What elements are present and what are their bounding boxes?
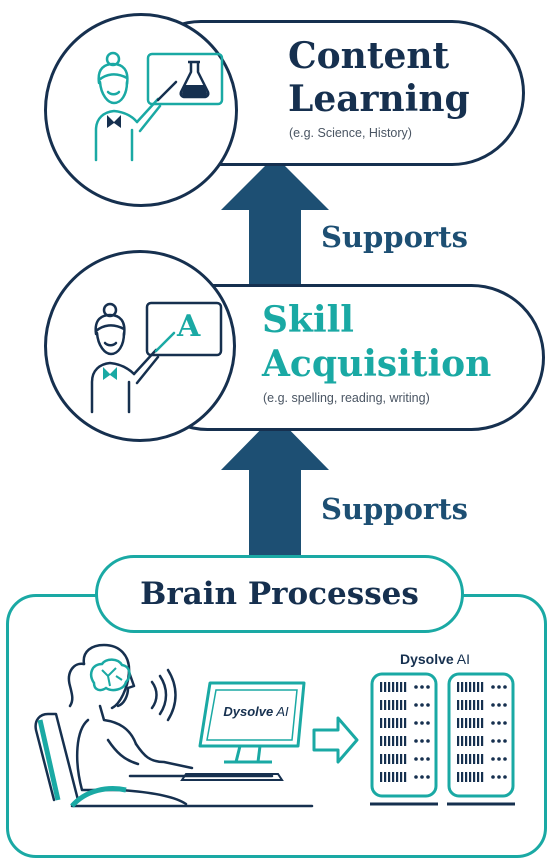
arrow-up-icon bbox=[221, 156, 329, 292]
server-label-ai: AI bbox=[456, 651, 471, 667]
content-learning-title-line2: Learning bbox=[288, 78, 470, 120]
skill-acquisition-circle bbox=[44, 250, 236, 442]
arrow-right-icon bbox=[312, 716, 359, 764]
arrow-up-icon bbox=[221, 415, 329, 560]
monitor-label-word: Dysolve bbox=[223, 704, 274, 719]
skill-acquisition-title-line2: Acquisition bbox=[262, 343, 492, 385]
skill-acquisition-example: (e.g. spelling, reading, writing) bbox=[263, 391, 430, 405]
brain-icon bbox=[90, 658, 131, 692]
monitor-label-ai: AI bbox=[276, 704, 289, 719]
supports-label-lower: Supports bbox=[321, 492, 468, 526]
content-learning-title-line1: Content bbox=[288, 35, 450, 77]
flask-icon bbox=[179, 60, 210, 99]
brain-processes-pill bbox=[95, 555, 464, 633]
server-label: Dysolve AI bbox=[370, 650, 500, 668]
brain-processes-panel bbox=[6, 594, 547, 858]
server-unit bbox=[370, 672, 438, 798]
server-unit bbox=[447, 672, 515, 798]
supports-label-upper: Supports bbox=[321, 220, 468, 254]
skill-acquisition-title-line1: Skill bbox=[262, 299, 354, 341]
content-learning-circle bbox=[44, 13, 238, 207]
brain-processes-title: Brain Processes bbox=[140, 576, 419, 612]
content-learning-example: (e.g. Science, History) bbox=[289, 126, 412, 140]
monitor-label: Dysolve AI bbox=[213, 704, 299, 720]
server-label-word: Dysolve bbox=[399, 651, 454, 667]
board-letter: A bbox=[177, 309, 201, 344]
monitor-icon bbox=[198, 681, 306, 764]
